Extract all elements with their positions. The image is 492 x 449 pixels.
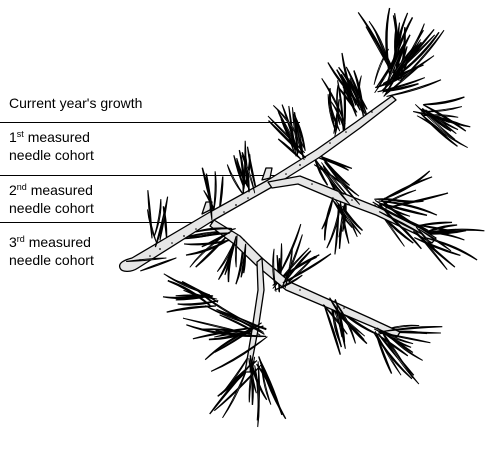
cohort1-line1: measured — [24, 129, 90, 145]
needle-layer-front — [126, 12, 477, 427]
stub-bud-2 — [262, 168, 272, 180]
pine-needle — [219, 244, 234, 280]
pine-needle — [190, 236, 224, 268]
pine-needle — [178, 301, 218, 305]
label-second-cohort: 2nd measured needle cohort — [9, 181, 94, 217]
pine-needle — [282, 235, 303, 288]
pine-needle — [210, 362, 253, 414]
bark-texture — [139, 111, 393, 309]
cohort3-line2: needle cohort — [9, 251, 94, 269]
cohort1-ordinal: 1 — [9, 129, 17, 145]
label-first-cohort: 1st measured needle cohort — [9, 128, 94, 164]
cohort2-ordinal: 2 — [9, 182, 17, 198]
cohort3-line1: measured — [25, 234, 91, 250]
cohort1-line2: needle cohort — [9, 146, 94, 164]
cohort2-line2: needle cohort — [9, 199, 94, 217]
pine-needle — [424, 97, 464, 105]
cohort2-line1: measured — [27, 182, 93, 198]
side-shoot-down — [245, 258, 264, 372]
cohort3-ordinal: 3 — [9, 234, 17, 250]
cohort2-suffix: nd — [17, 182, 27, 192]
pine-needle — [225, 237, 236, 275]
pine-needle — [167, 306, 216, 312]
label-third-cohort: 3rd measured needle cohort — [9, 233, 94, 269]
pine-needle — [260, 359, 282, 415]
branch-illustration — [120, 8, 485, 427]
cohort1-suffix: st — [17, 129, 24, 139]
label-current-text: Current year's growth — [9, 95, 142, 111]
cohort3-suffix: rd — [17, 234, 25, 244]
pine-needle — [213, 171, 216, 212]
label-current-year-growth: Current year's growth — [9, 94, 142, 112]
